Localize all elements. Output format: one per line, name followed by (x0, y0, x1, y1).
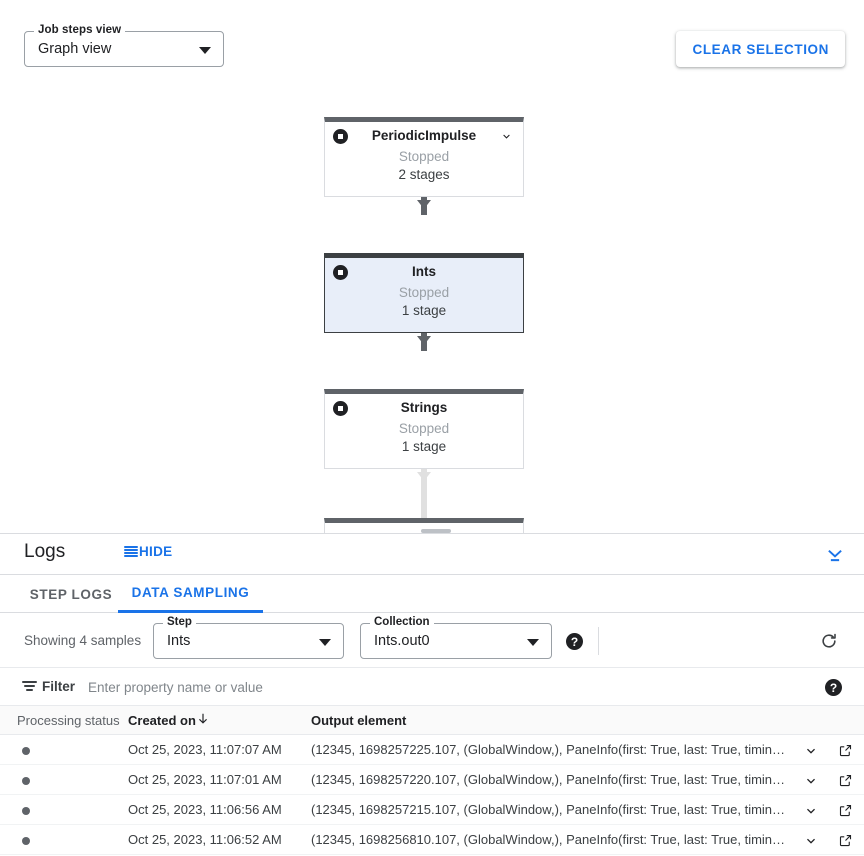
collapse-down-icon[interactable] (822, 542, 848, 568)
cell-created-on: Oct 25, 2023, 11:06:56 AM (128, 802, 282, 817)
cell-output-element: (12345, 1698257220.107, (GlobalWindow,),… (311, 772, 791, 787)
chevron-down-icon[interactable] (803, 803, 819, 819)
logs-title: Logs (24, 541, 66, 562)
logs-panel-header: Logs HIDE (0, 534, 864, 575)
chevron-down-icon (527, 639, 539, 646)
filter-bar: Filter ? (0, 668, 864, 706)
cell-output-element: (12345, 1698257225.107, (GlobalWindow,),… (311, 742, 791, 757)
chevron-down-icon[interactable] (803, 773, 819, 789)
graph-node-strings[interactable]: Strings Stopped 1 stage (324, 389, 524, 469)
table-row[interactable]: Oct 25, 2023, 11:06:52 AM (12345, 169825… (0, 825, 864, 855)
status-badge (22, 777, 30, 785)
refresh-icon[interactable] (819, 631, 839, 651)
help-icon[interactable]: ? (825, 679, 842, 696)
graph-node-stages: 1 stage (401, 439, 447, 454)
job-graph-canvas[interactable]: Job steps view Graph view CLEAR SELECTIO… (0, 0, 864, 533)
column-header-output-element[interactable]: Output element (311, 713, 407, 728)
job-steps-view-label: Job steps view (34, 24, 126, 36)
cell-created-on: Oct 25, 2023, 11:06:52 AM (128, 832, 282, 847)
graph-node-title: PeriodicImpulse (371, 128, 477, 143)
graph-toolbar: Job steps view Graph view CLEAR SELECTIO… (0, 0, 864, 90)
cell-created-on: Oct 25, 2023, 11:07:01 AM (128, 772, 282, 787)
logs-panel: Logs HIDE STEP LOGS DATA SAMPLING Showin… (0, 533, 864, 856)
chevron-down-icon[interactable] (803, 743, 819, 759)
help-icon[interactable]: ? (566, 633, 583, 650)
hide-logs-button[interactable]: HIDE (124, 544, 172, 559)
step-select-value: Ints (167, 633, 191, 649)
graph-node-stages: 1 stage (401, 303, 447, 318)
graph-edge-arrow-icon (417, 472, 431, 481)
filter-input[interactable] (88, 677, 788, 697)
graph-edge (421, 469, 427, 519)
status-badge (22, 807, 30, 815)
tab-data-sampling[interactable]: DATA SAMPLING (118, 575, 263, 613)
stop-icon (333, 401, 348, 416)
stop-icon (333, 265, 348, 280)
job-steps-view-value: Graph view (38, 41, 112, 57)
collection-select-value: Ints.out0 (374, 633, 430, 649)
status-badge (22, 837, 30, 845)
graph-node-partial[interactable] (324, 518, 524, 533)
table-row[interactable]: Oct 25, 2023, 11:06:56 AM (12345, 169825… (0, 795, 864, 825)
hide-logs-label: HIDE (139, 544, 173, 559)
table-row[interactable]: Oct 25, 2023, 11:07:07 AM (12345, 169825… (0, 735, 864, 765)
list-lines-icon (124, 545, 138, 558)
divider (598, 627, 599, 655)
graph-node-status: Stopped (398, 149, 450, 164)
status-badge (22, 747, 30, 755)
tab-step-logs[interactable]: STEP LOGS (24, 575, 118, 613)
column-header-created-on[interactable]: Created on (128, 713, 196, 728)
clear-selection-button[interactable]: CLEAR SELECTION (676, 31, 845, 67)
graph-node-title: Ints (411, 264, 436, 279)
table-row[interactable]: Oct 25, 2023, 11:07:01 AM (12345, 169825… (0, 765, 864, 795)
graph-node-stages: 2 stages (398, 167, 450, 182)
graph-node-ints[interactable]: Ints Stopped 1 stage (324, 253, 524, 333)
open-in-new-icon[interactable] (838, 803, 853, 818)
collection-select[interactable]: Collection Ints.out0 (360, 616, 552, 659)
filter-label: Filter (42, 679, 76, 694)
filter-icon (22, 680, 37, 693)
graph-edge-arrow-icon (417, 200, 431, 209)
open-in-new-icon[interactable] (838, 773, 853, 788)
sort-descending-icon[interactable] (196, 710, 210, 728)
samples-table-body: Oct 25, 2023, 11:07:07 AM (12345, 169825… (0, 735, 864, 855)
graph-node-title: Strings (400, 400, 448, 415)
stop-icon (333, 129, 348, 144)
logs-tabs: STEP LOGS DATA SAMPLING (0, 575, 864, 613)
open-in-new-icon[interactable] (838, 833, 853, 848)
graph-node-periodicimpulse[interactable]: PeriodicImpulse Stopped 2 stages (324, 117, 524, 197)
chevron-down-icon[interactable] (803, 833, 819, 849)
panel-resize-handle[interactable] (421, 529, 451, 533)
chevron-down-icon[interactable] (500, 130, 513, 143)
chevron-down-icon (319, 639, 331, 646)
cell-output-element: (12345, 1698257215.107, (GlobalWindow,),… (311, 802, 791, 817)
showing-samples-text: Showing 4 samples (24, 633, 142, 648)
job-steps-view-select[interactable]: Job steps view Graph view (24, 24, 224, 67)
cell-output-element: (12345, 1698256810.107, (GlobalWindow,),… (311, 832, 791, 847)
graph-node-status: Stopped (398, 421, 450, 436)
open-in-new-icon[interactable] (838, 743, 853, 758)
graph-node-status: Stopped (398, 285, 450, 300)
step-select[interactable]: Step Ints (153, 616, 344, 659)
chevron-down-icon (199, 47, 211, 54)
step-select-label: Step (163, 616, 196, 628)
graph-edge-arrow-icon (417, 336, 431, 345)
samples-table-header: Processing status Created on Output elem… (0, 706, 864, 735)
sampling-controls: Showing 4 samples Step Ints Collection I… (0, 613, 864, 668)
collection-select-label: Collection (370, 616, 434, 628)
column-header-processing-status[interactable]: Processing status (17, 713, 120, 728)
cell-created-on: Oct 25, 2023, 11:07:07 AM (128, 742, 282, 757)
